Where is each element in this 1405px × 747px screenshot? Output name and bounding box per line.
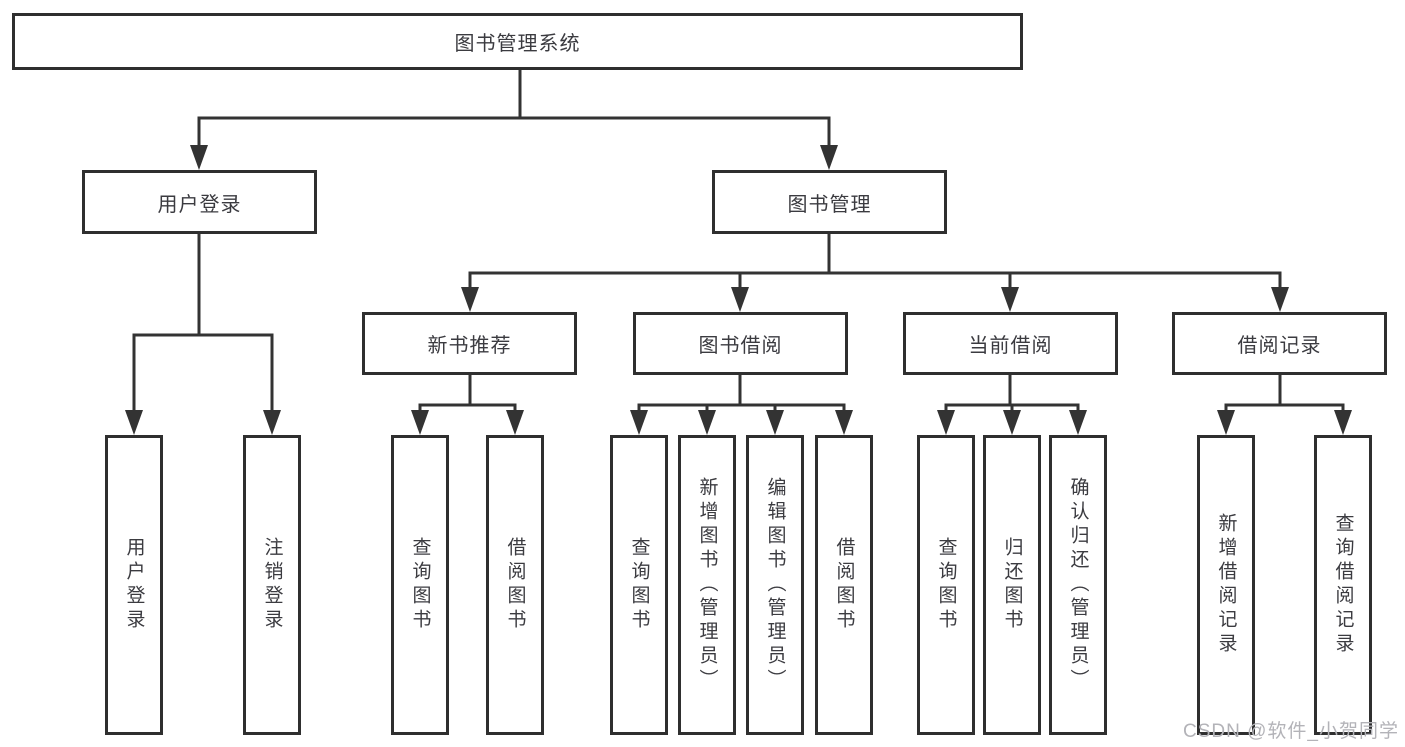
leaf-current-query-books: 查询图书 — [917, 435, 975, 735]
leaf-borrow-edit-book-admin: 编辑图书（管理员） — [746, 435, 804, 735]
node-new-book-recommend: 新书推荐 — [362, 312, 577, 375]
arrow-icon — [506, 410, 524, 435]
node-book-management: 图书管理 — [712, 170, 947, 234]
arrow-icon — [125, 410, 143, 435]
connector-borrow-records — [1224, 373, 1345, 425]
leaf-recommend-query-books: 查询图书 — [391, 435, 449, 735]
leaf-logout: 注销登录 — [243, 435, 301, 735]
leaf-recommend-borrow-books: 借阅图书 — [486, 435, 544, 735]
csdn-watermark: CSDN @软件_小贺同学 — [1183, 721, 1399, 742]
node-root: 图书管理系统 — [12, 13, 1023, 70]
arrow-icon — [1334, 410, 1352, 435]
leaf-borrow-add-book-admin: 新增图书（管理员） — [678, 435, 736, 735]
leaf-records-query-record: 查询借阅记录 — [1314, 435, 1372, 735]
connector-book-borrow — [637, 373, 846, 425]
arrow-icon — [1003, 410, 1021, 435]
arrow-icon — [461, 287, 479, 312]
node-current-borrow: 当前借阅 — [903, 312, 1118, 375]
connector-book-management — [468, 232, 1282, 302]
arrow-icon — [1217, 410, 1235, 435]
connector-root — [197, 67, 831, 160]
connector-user-login — [132, 232, 274, 425]
connector-new-book-recommend — [418, 373, 517, 425]
arrow-icon — [731, 287, 749, 312]
arrow-icon — [698, 410, 716, 435]
arrowheads — [125, 145, 1352, 435]
node-book-borrow: 图书借阅 — [633, 312, 848, 375]
arrow-icon — [1001, 287, 1019, 312]
arrow-icon — [411, 410, 429, 435]
node-borrow-records: 借阅记录 — [1172, 312, 1387, 375]
arrow-icon — [835, 410, 853, 435]
arrow-icon — [820, 145, 838, 170]
arrow-icon — [937, 410, 955, 435]
arrow-icon — [766, 410, 784, 435]
arrow-icon — [263, 410, 281, 435]
arrow-icon — [190, 145, 208, 170]
leaf-current-return-books: 归还图书 — [983, 435, 1041, 735]
arrow-icon — [1069, 410, 1087, 435]
node-user-login: 用户登录 — [82, 170, 317, 234]
leaf-user-login: 用户登录 — [105, 435, 163, 735]
arrow-icon — [1271, 287, 1289, 312]
leaf-current-confirm-return-admin: 确认归还（管理员） — [1049, 435, 1107, 735]
leaf-borrow-borrow-books: 借阅图书 — [815, 435, 873, 735]
leaf-borrow-query-books: 查询图书 — [610, 435, 668, 735]
arrow-icon — [630, 410, 648, 435]
leaf-records-add-record: 新增借阅记录 — [1197, 435, 1255, 735]
